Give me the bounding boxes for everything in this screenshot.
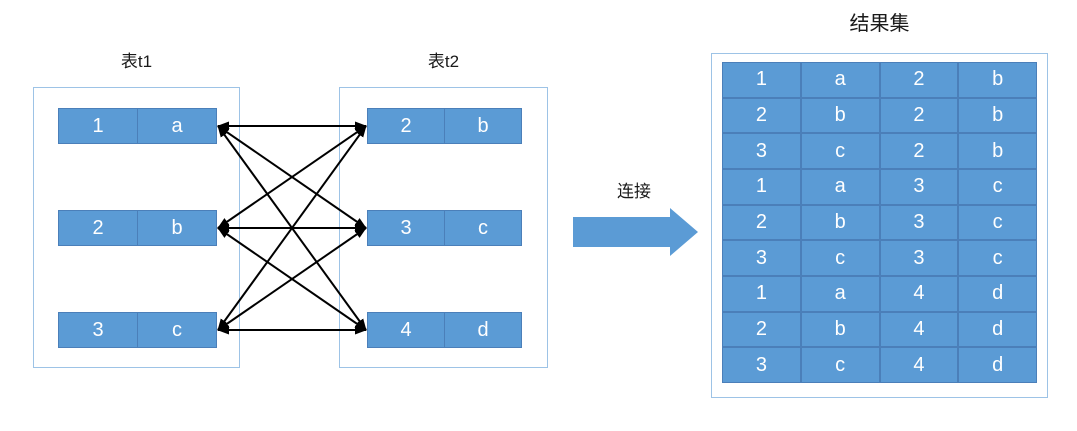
result-cell: a xyxy=(800,62,880,98)
result-cell: b xyxy=(958,133,1037,169)
t1-cell: c xyxy=(137,313,216,347)
t2-row-3: 4 d xyxy=(367,312,522,348)
result-cell: 4 xyxy=(879,311,959,348)
t2-cell: 4 xyxy=(400,318,412,341)
t2-title: 表t2 xyxy=(427,52,460,71)
result-cell: 1 xyxy=(722,276,801,312)
result-cell: 3 xyxy=(879,204,959,241)
t1-row-2: 2 b xyxy=(58,210,217,246)
result-cell: 2 xyxy=(722,204,801,241)
result-cell: d xyxy=(958,311,1037,348)
t2-row-1: 2 b xyxy=(367,108,522,144)
result-cell: 3 xyxy=(879,169,959,205)
t1-row-3: 3 c xyxy=(58,312,217,348)
result-cell: d xyxy=(958,276,1037,312)
result-cell: b xyxy=(958,62,1037,98)
result-cell: 4 xyxy=(879,347,959,383)
t1-cell: a xyxy=(137,109,216,143)
result-cell: 3 xyxy=(722,133,801,169)
result-cell: 3 xyxy=(722,240,801,276)
result-cell: c xyxy=(800,347,880,383)
join-right-arrow-icon xyxy=(573,208,698,256)
result-cell: c xyxy=(958,169,1037,205)
result-cell: c xyxy=(800,133,880,169)
result-cell: 2 xyxy=(722,311,801,348)
result-cell: c xyxy=(958,240,1037,276)
result-cell: 2 xyxy=(879,133,959,169)
join-label: 连接 xyxy=(617,182,651,201)
t1-cell: b xyxy=(137,211,216,245)
result-cell: 1 xyxy=(722,169,801,205)
result-cell: b xyxy=(958,97,1037,134)
t2-cell: 3 xyxy=(400,216,412,239)
t2-cell: c xyxy=(444,211,521,245)
result-cell: b xyxy=(800,97,880,134)
t2-row-2: 3 c xyxy=(367,210,522,246)
result-cell: c xyxy=(800,240,880,276)
result-table: 1 a 2 b 2 b 2 b 3 c 2 b 1 a 3 c 2 b 3 c … xyxy=(722,62,1037,383)
result-cell: a xyxy=(800,276,880,312)
result-cell: d xyxy=(958,347,1037,383)
result-cell: 3 xyxy=(722,347,801,383)
t2-cell: b xyxy=(444,109,521,143)
result-cell: b xyxy=(800,204,880,241)
t1-title: 表t1 xyxy=(120,52,153,71)
t2-cell: 2 xyxy=(400,114,412,137)
t1-cell: 2 xyxy=(92,216,104,239)
result-cell: 2 xyxy=(879,62,959,98)
result-title: 结果集 xyxy=(849,13,910,35)
t2-cell: d xyxy=(444,313,521,347)
result-cell: 2 xyxy=(879,97,959,134)
result-cell: 3 xyxy=(879,240,959,276)
result-cell: c xyxy=(958,204,1037,241)
result-cell: a xyxy=(800,169,880,205)
result-cell: 2 xyxy=(722,97,801,134)
t1-cell: 1 xyxy=(92,114,104,137)
result-cell: 1 xyxy=(722,62,801,98)
result-cell: b xyxy=(800,311,880,348)
t1-cell: 3 xyxy=(92,318,104,341)
result-cell: 4 xyxy=(879,276,959,312)
t1-row-1: 1 a xyxy=(58,108,217,144)
